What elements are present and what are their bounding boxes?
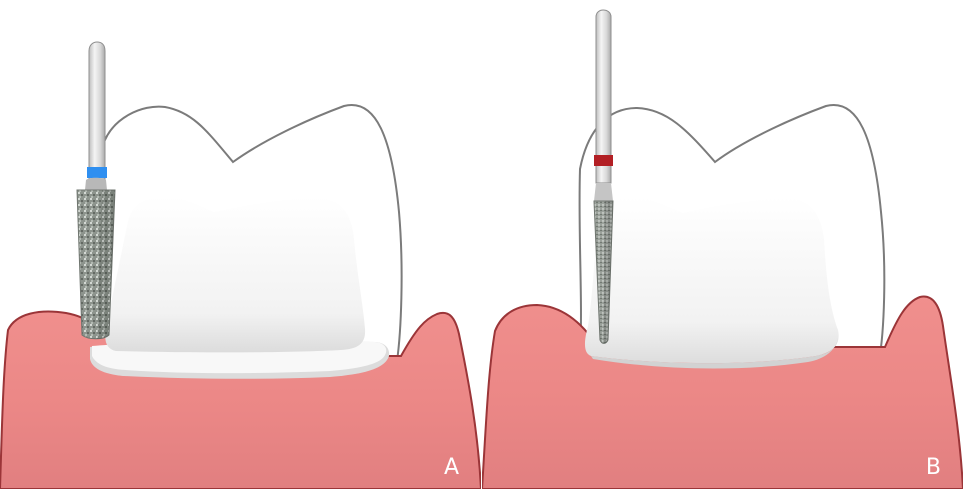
panel-b: B <box>482 0 963 489</box>
bur-color-band <box>87 167 107 178</box>
bur-color-band <box>594 155 613 166</box>
panel-label-a: A <box>444 457 459 479</box>
panel-label-b: B <box>926 457 941 479</box>
prepared-tooth <box>105 196 365 352</box>
bur-neck <box>594 183 613 201</box>
bur-neck <box>85 178 107 190</box>
prepared-tooth <box>585 197 839 363</box>
panel-b-illustration <box>482 0 963 489</box>
bur-shank <box>89 42 105 182</box>
panel-a: A <box>0 0 481 489</box>
panel-a-illustration <box>0 0 481 489</box>
